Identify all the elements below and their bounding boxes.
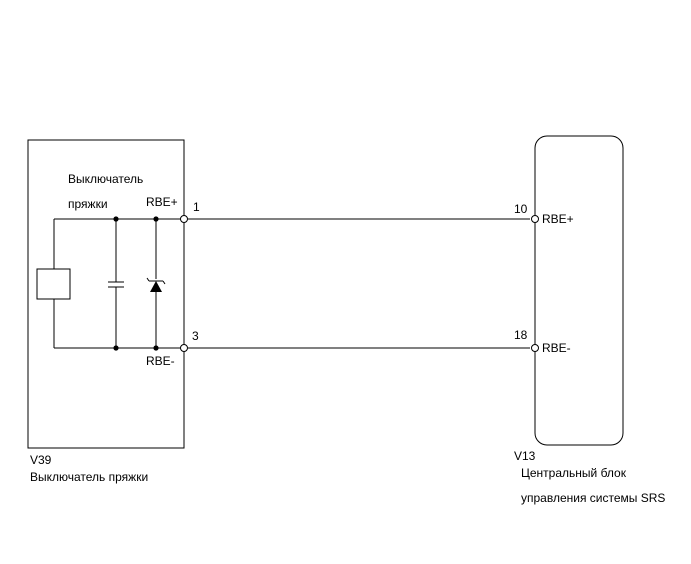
buckle-switch-pin-1: 1 (193, 200, 200, 214)
terminal-circle-icon (531, 344, 539, 352)
srs-unit-signal-minus: RBE- (542, 341, 571, 355)
srs-unit-name-line-1: Центральный блок (521, 466, 627, 480)
srs-unit-pin-10: 10 (514, 202, 528, 216)
srs-unit-signal-plus: RBE+ (542, 212, 574, 226)
buckle-switch-signal-minus: RBE- (146, 354, 175, 368)
capacitor-icon (108, 219, 124, 348)
buckle-switch-box (27, 139, 185, 449)
terminal-circle-icon (180, 344, 188, 352)
zener-diode-icon (146, 219, 166, 348)
terminal-circle-icon (180, 215, 188, 223)
buckle-switch-name: Выключатель пряжки (30, 470, 148, 484)
junction-dot (153, 345, 159, 351)
srs-unit-pin-18: 18 (514, 328, 528, 342)
buckle-switch-code: V39 (30, 453, 52, 467)
junction-dot (153, 216, 159, 222)
buckle-switch-signal-plus: RBE+ (146, 195, 178, 209)
buckle-switch-inner-label-1: Выключатель (68, 172, 143, 186)
srs-unit-code: V13 (514, 449, 536, 463)
terminal-circle-icon (531, 215, 539, 223)
junction-dot (113, 216, 119, 222)
junction-dot (113, 345, 119, 351)
buckle-switch-inner-label-2: пряжки (68, 197, 108, 211)
buckle-switch-pin-3: 3 (192, 329, 199, 343)
srs-unit-box (534, 135, 624, 446)
rectangle-switch-icon (36, 268, 71, 300)
srs-unit-name-line-2: управления системы SRS (521, 491, 665, 505)
